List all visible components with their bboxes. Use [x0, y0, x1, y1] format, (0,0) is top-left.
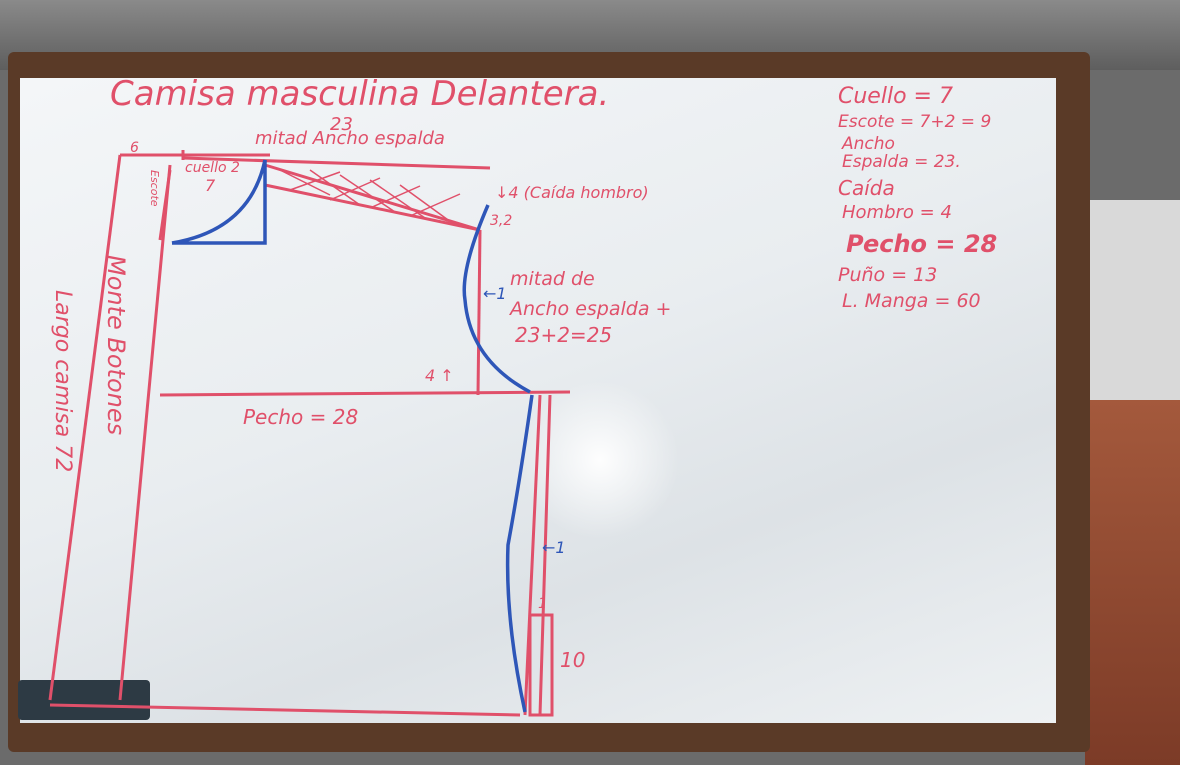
pecho-label: Pecho = 28 [243, 405, 359, 429]
left-top-number: 6 [130, 140, 139, 156]
measurements-list: Cuello = 7 Escote = 7+2 = 9 Ancho Espald… [838, 84, 1048, 324]
point-label: 3,2 [490, 213, 513, 229]
measurement-manga: L. Manga = 60 [842, 290, 981, 312]
measurement-cuello: Cuello = 7 [838, 84, 953, 109]
shoulder-hatching [279, 169, 461, 226]
mitad-label-1: mitad de [510, 268, 595, 290]
largo-camisa-label: Largo camisa 72 [50, 290, 75, 473]
measurement-caida: Caída [838, 176, 895, 200]
arrow-one-lower: ←1 [542, 538, 566, 557]
neckline-curve [171, 159, 267, 245]
board-title: Camisa masculina Delantera. [110, 74, 610, 114]
ten-label: 10 [560, 648, 586, 672]
cuello-label: cuello 2 [185, 160, 240, 176]
mitad-calc: 23+2=25 [515, 323, 613, 347]
measurement-ancho: Ancho [842, 134, 895, 154]
chest-line [159, 390, 571, 397]
hem-box [528, 613, 554, 717]
escote-vertical-label: Escote [148, 170, 161, 207]
measurement-espalda: Espalda = 23. [842, 152, 961, 172]
mitad-label-2: Ancho espalda + [510, 298, 672, 320]
seven-label: 7 [205, 176, 216, 195]
floor [1085, 400, 1180, 765]
top-number: 23 [330, 114, 353, 135]
small-one: 1 [538, 596, 547, 612]
measurement-escote: Escote = 7+2 = 9 [838, 112, 992, 132]
measurement-hombro: Hombro = 4 [842, 202, 952, 223]
hem-line [49, 703, 521, 717]
shoulder-width-line [182, 156, 491, 170]
button-placket-line [118, 164, 172, 701]
neck-front-line [158, 169, 172, 241]
monte-botones-label: Monte Botones [102, 255, 130, 436]
side-seam-line [523, 394, 542, 716]
armhole-curve [462, 204, 531, 394]
eraser [18, 680, 150, 720]
outer-left-line [48, 154, 122, 701]
measurement-pecho: Pecho = 28 [846, 230, 998, 258]
arrow-four: 4 ↑ [425, 366, 454, 385]
armhole-guide-line [476, 229, 482, 396]
shoulder-width-label: mitad Ancho espalda [255, 128, 445, 149]
side-seam-line-2 [538, 394, 552, 716]
arrow-one-top: ←1 [483, 284, 507, 303]
caida-label: ↓4 (Caída hombro) [495, 183, 649, 202]
measurement-puno: Puño = 13 [838, 264, 938, 286]
side-curve [505, 394, 534, 713]
background-wall [1085, 200, 1180, 415]
